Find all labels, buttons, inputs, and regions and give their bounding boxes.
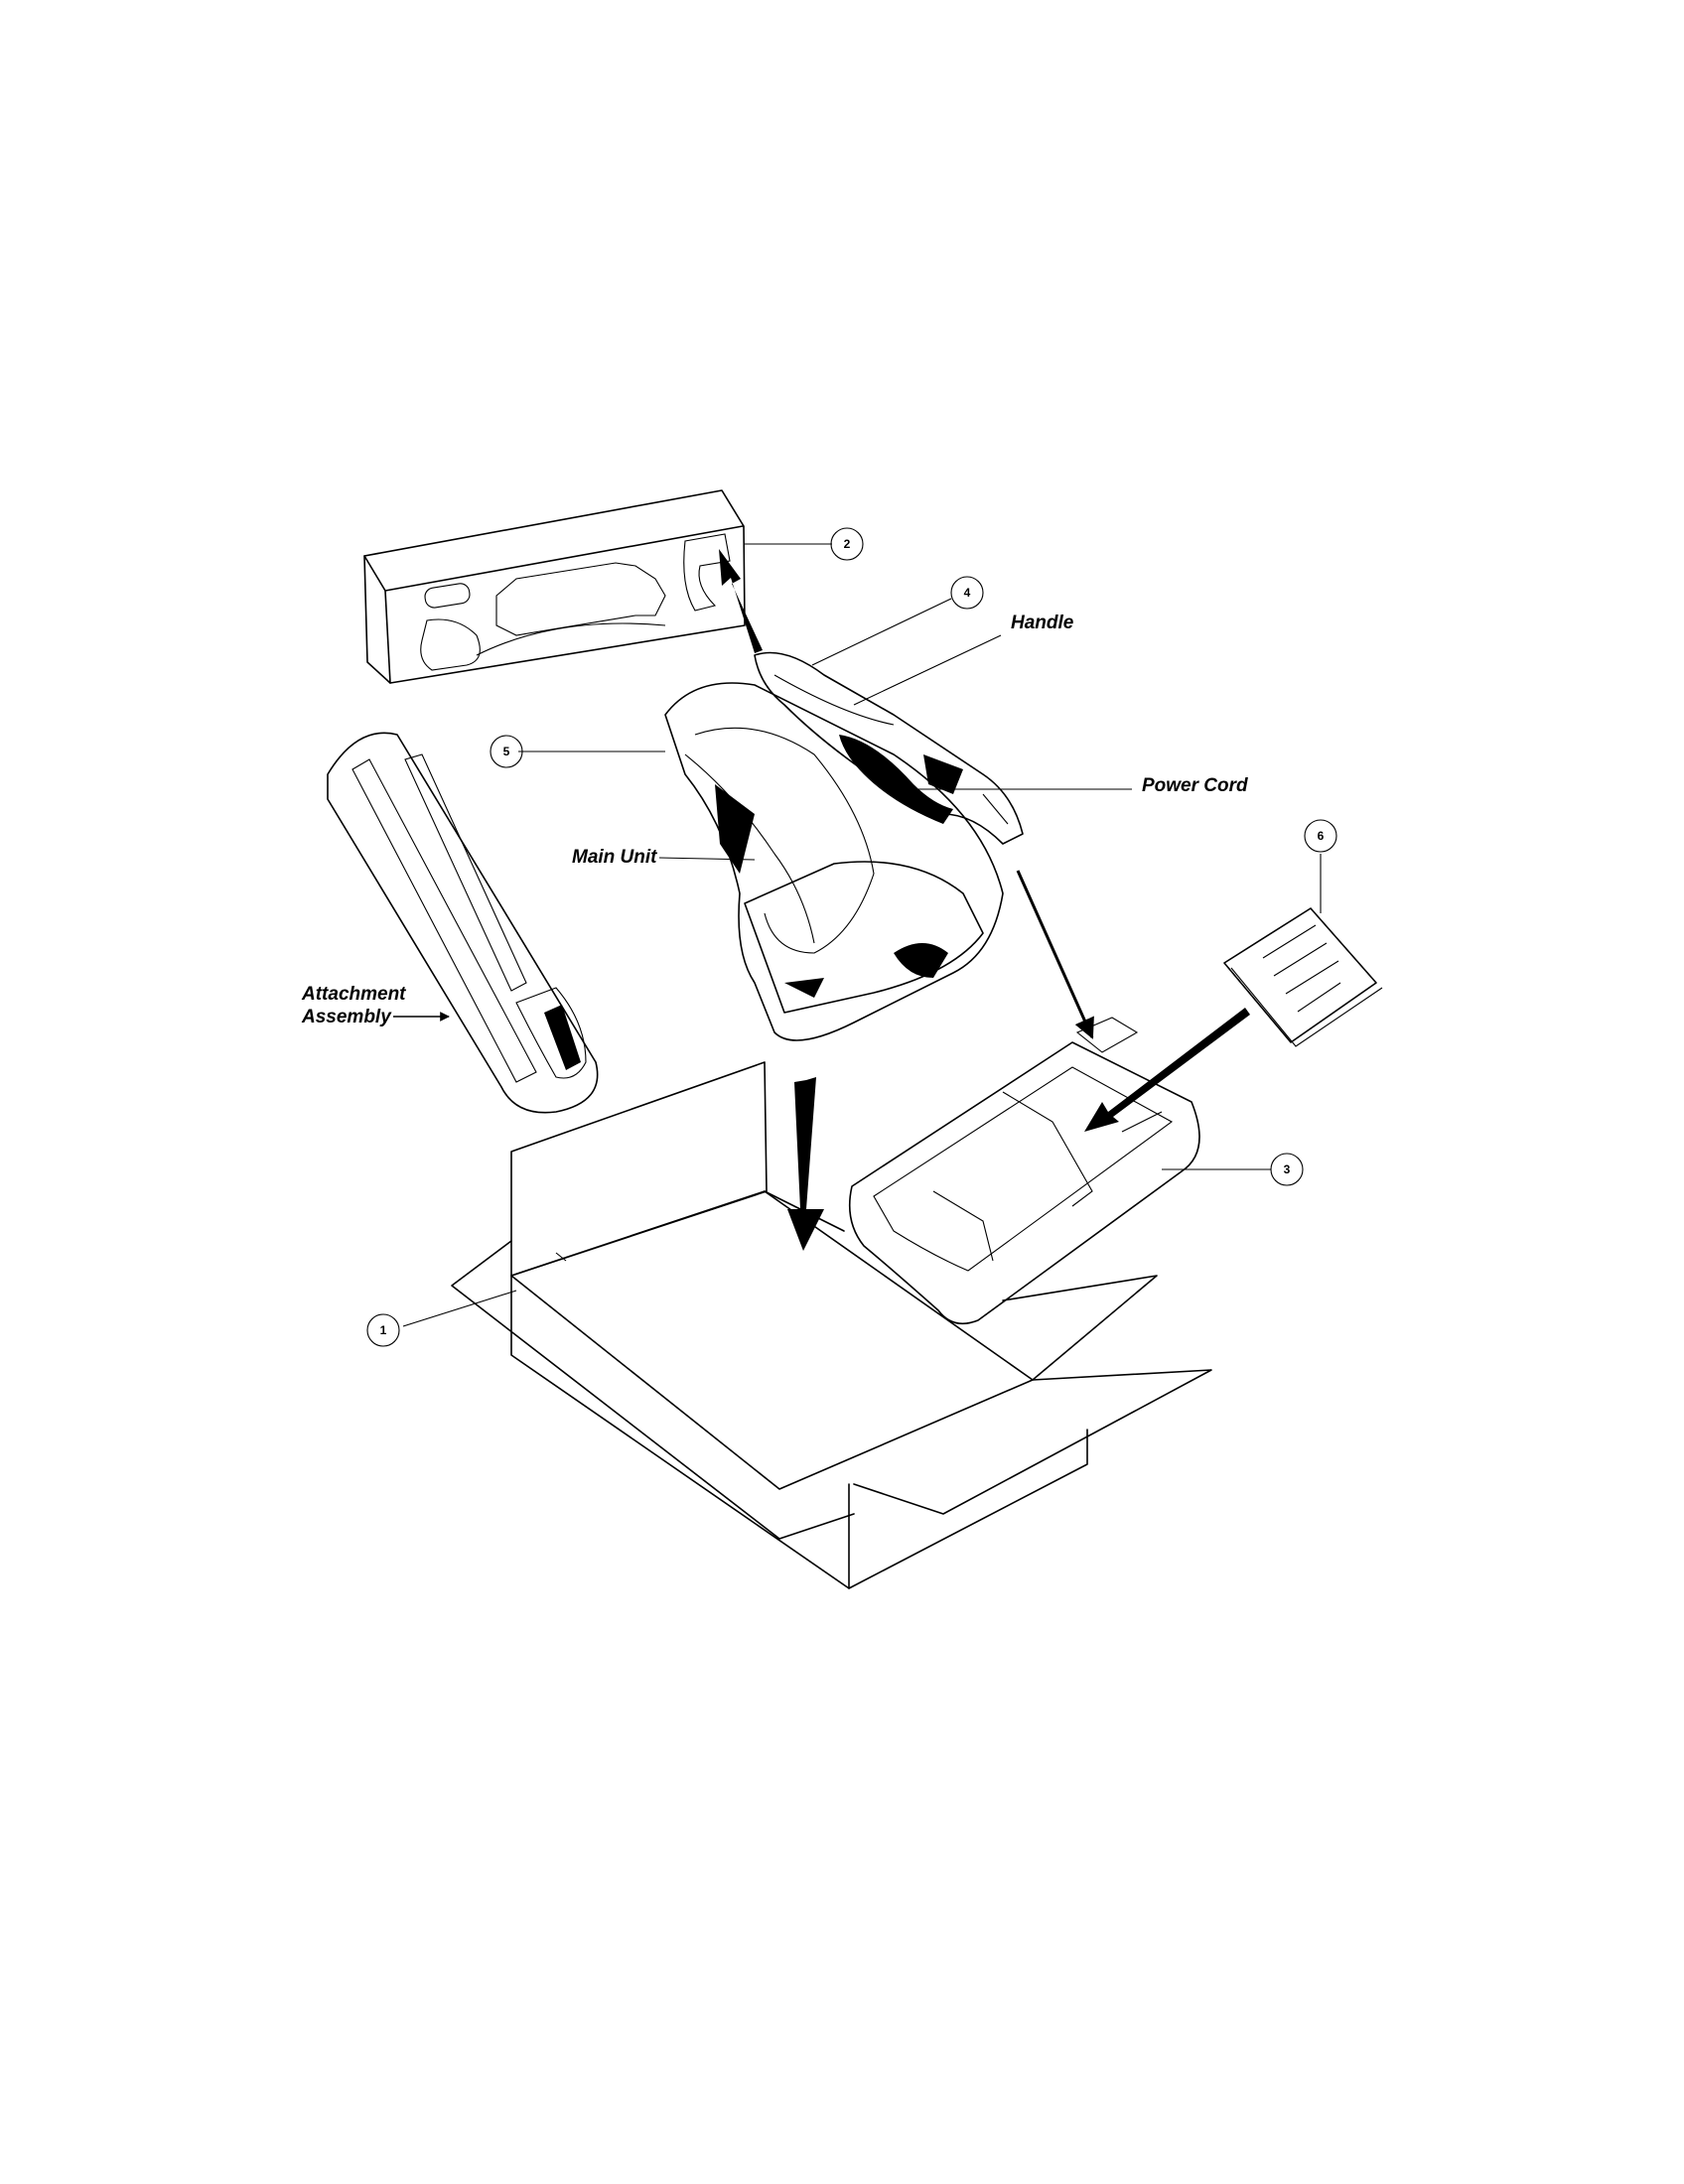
callout-2: 2 <box>830 527 864 561</box>
attachment-assembly-tray <box>327 732 599 1114</box>
main-unit-bagged <box>664 682 1004 1041</box>
callout-5-number: 5 <box>503 745 510 758</box>
leader-lines <box>393 543 1322 1327</box>
handle-power-cord-bag <box>754 651 1024 845</box>
callout-1: 1 <box>366 1313 400 1347</box>
callout-6-number: 6 <box>1318 829 1325 843</box>
callout-3-number: 3 <box>1284 1162 1291 1176</box>
label-power-cord: Power Cord <box>1142 775 1248 796</box>
arrow-bag-to-top-foam <box>719 549 763 653</box>
callout-1-number: 1 <box>380 1323 387 1337</box>
callout-3: 3 <box>1270 1153 1304 1186</box>
label-handle: Handle <box>1011 613 1074 633</box>
top-foam-insert <box>363 489 746 684</box>
arrow-cord-to-tray <box>1016 870 1094 1039</box>
assembly-arrows <box>719 549 1250 1251</box>
label-main-unit: Main Unit <box>572 847 657 868</box>
callout-4-number: 4 <box>964 586 971 600</box>
shipping-carton <box>451 1061 1212 1589</box>
callout-4: 4 <box>950 576 984 610</box>
callout-5: 5 <box>490 735 523 768</box>
bottom-foam-tray <box>848 1017 1200 1325</box>
arrow-docs-to-tray <box>1084 1008 1250 1132</box>
callout-6: 6 <box>1304 819 1337 853</box>
arrow-unit-into-carton <box>787 1077 824 1251</box>
label-attachment-assembly-line1: Attachment <box>301 984 406 1005</box>
callout-2-number: 2 <box>844 537 851 551</box>
documents-stack <box>1223 907 1383 1047</box>
label-attachment-assembly-line2: Assembly <box>301 1007 392 1027</box>
